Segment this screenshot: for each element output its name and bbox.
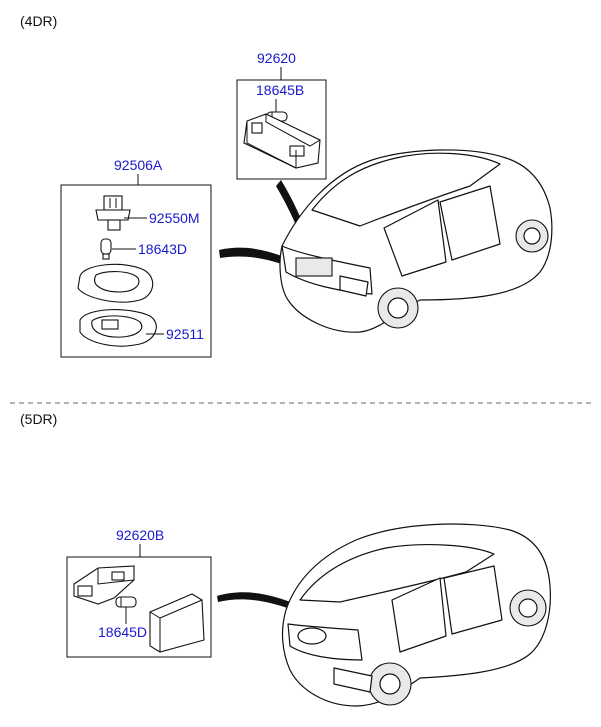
part-label-18645D: 18645D (98, 624, 147, 640)
bulb-18645d (115, 596, 137, 608)
box-92506A (60, 184, 212, 358)
pointer-arrow-5dr (217, 592, 296, 610)
part-label-92620: 92620 (257, 50, 296, 66)
part-label-92511: 92511 (166, 326, 204, 342)
license-lamp-92620b (73, 565, 135, 605)
section-label-5dr: (5DR) (20, 411, 57, 427)
part-label-92620B: 92620B (116, 527, 164, 543)
bulb-18643d (100, 238, 112, 260)
gasket (77, 263, 154, 303)
pointer-arrow-left-4dr (219, 247, 296, 268)
part-label-92506A: 92506A (114, 157, 163, 173)
box-92620 (236, 79, 327, 180)
housing-92511 (79, 309, 157, 347)
part-label-18643D: 18643D (138, 241, 187, 257)
section-label-4dr: (4DR) (20, 13, 57, 29)
part-label-18645B: 18645B (256, 82, 304, 98)
hatchback-5dr-illustration (281, 523, 551, 707)
license-lamp-92620 (243, 113, 321, 169)
box-92620B (66, 556, 212, 658)
part-label-92550M: 92550M (149, 210, 200, 226)
socket-92550m (95, 195, 131, 231)
sedan-4dr-illustration (279, 149, 553, 333)
lens-cover (149, 593, 205, 653)
